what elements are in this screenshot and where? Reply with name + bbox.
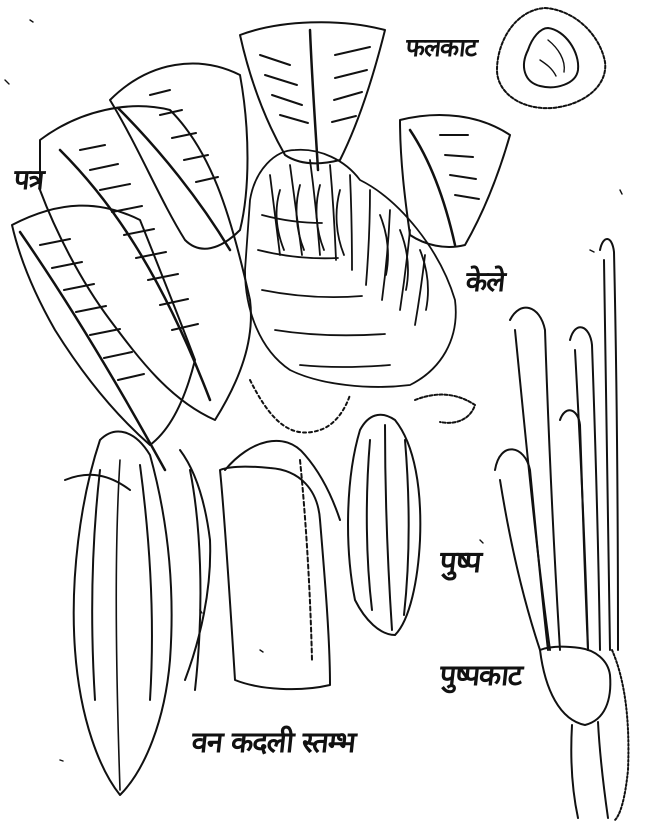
top-leaf-drawing xyxy=(240,22,385,170)
label-fruit-section: फलकाट xyxy=(404,30,478,64)
label-flower-section: पुष्पकाट xyxy=(438,655,524,694)
stem-drawing xyxy=(220,380,350,689)
banana-bunch-drawing xyxy=(245,150,456,387)
label-stem: वन कदली स्तम्भ xyxy=(190,722,357,761)
leaf-drawing xyxy=(12,64,251,470)
right-flower-bud-drawing xyxy=(348,395,475,635)
left-flower-bud-drawing xyxy=(65,432,210,795)
fruit-cross-section xyxy=(497,8,605,108)
label-bananas: केले xyxy=(464,262,506,300)
flower-section-drawing xyxy=(495,239,628,820)
label-flower: पुष्प xyxy=(438,540,483,581)
label-leaf: पत्र xyxy=(12,160,45,198)
